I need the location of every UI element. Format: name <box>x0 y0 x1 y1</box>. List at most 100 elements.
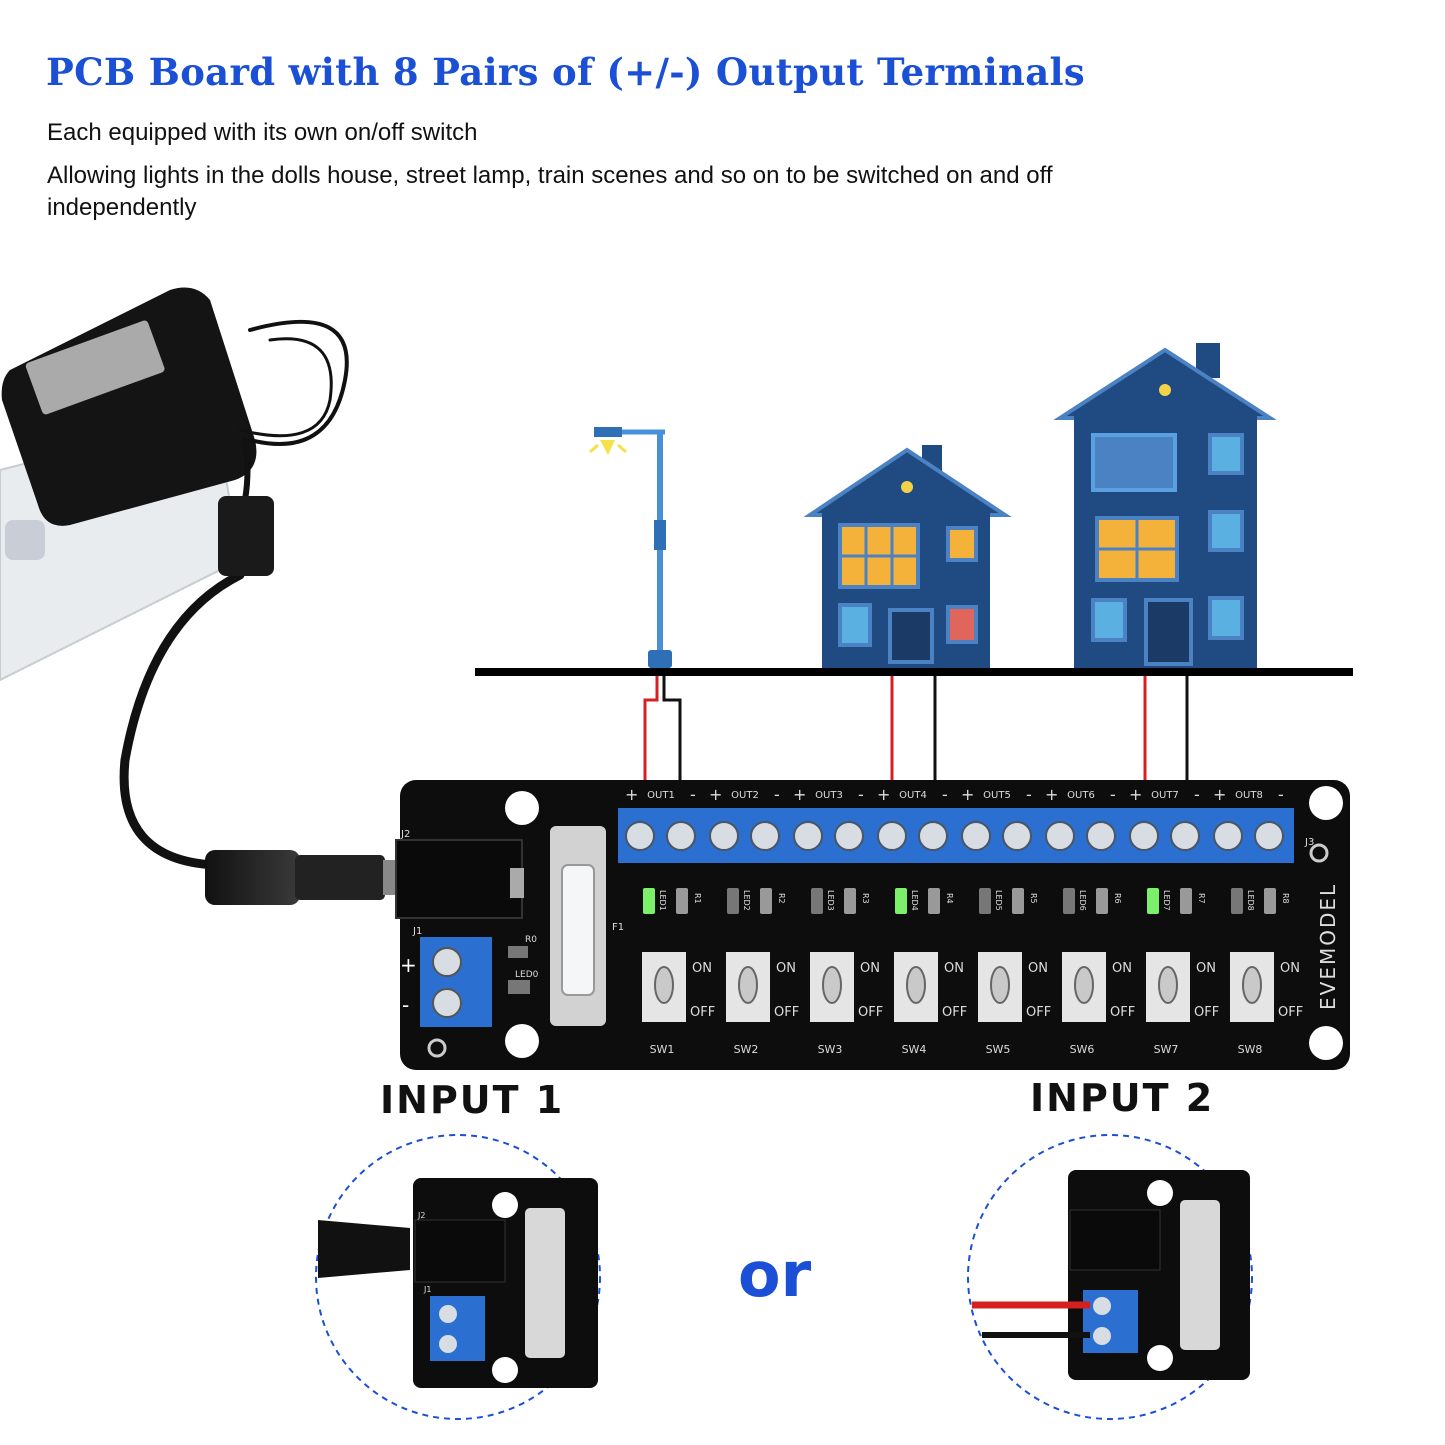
led-6 <box>1063 888 1075 914</box>
j1-label: J1 <box>412 926 422 937</box>
output-minus-sign: - <box>1110 785 1116 804</box>
resistor-label-6: R6 <box>1113 893 1122 904</box>
led-3 <box>811 888 823 914</box>
output-plus-sign: + <box>877 785 890 804</box>
switch-off-label: OFF <box>1110 1005 1135 1020</box>
input2-zoom <box>967 1134 1253 1420</box>
screw-minus <box>1170 821 1200 851</box>
output-minus-sign: - <box>942 785 948 804</box>
led-5 <box>979 888 991 914</box>
led-7 <box>1147 888 1159 914</box>
output-minus-sign: - <box>690 785 696 804</box>
switch-label-1: SW1 <box>650 1043 675 1056</box>
switch-on-label: ON <box>1196 961 1216 976</box>
switch-on-label: ON <box>776 961 796 976</box>
dc-jack <box>395 839 523 919</box>
led-8 <box>1231 888 1243 914</box>
switch-on-label: ON <box>860 961 880 976</box>
switch-label-6: SW6 <box>1070 1043 1095 1056</box>
resistor-label-3: R3 <box>861 893 870 904</box>
switch-off-label: OFF <box>858 1005 883 1020</box>
resistor-label-7: R7 <box>1197 893 1206 904</box>
screw-plus <box>625 821 655 851</box>
resistor-label-8: R8 <box>1281 893 1290 904</box>
screw-plus <box>1045 821 1075 851</box>
or-label: or <box>738 1238 812 1311</box>
output-label-5: OUT5 <box>983 790 1011 801</box>
input1-zoom: J2 J1 <box>315 1134 601 1420</box>
cable-ferrite <box>218 496 274 576</box>
switch-lever-5 <box>990 966 1010 1004</box>
led-label-8: LED8 <box>1246 890 1255 911</box>
output-label-1: OUT1 <box>647 790 675 801</box>
screw-plus <box>793 821 823 851</box>
screw-minus <box>834 821 864 851</box>
switch-on-label: ON <box>1028 961 1048 976</box>
output-plus-sign: + <box>709 785 722 804</box>
mount-hole <box>505 791 539 825</box>
switch-off-label: OFF <box>1278 1005 1303 1020</box>
dc-plug <box>205 850 398 905</box>
input2-label: INPUT 2 <box>1030 1076 1215 1120</box>
led-label-7: LED7 <box>1162 890 1171 911</box>
switch-on-label: ON <box>1112 961 1132 976</box>
output-minus-sign: - <box>1278 785 1284 804</box>
j3-label: J3 <box>1304 837 1314 848</box>
description-line-2: Allowing lights in the dolls house, stre… <box>47 162 1053 221</box>
power-adapter <box>1 287 257 526</box>
switch-off-label: OFF <box>942 1005 967 1020</box>
output-plus-sign: + <box>793 785 806 804</box>
mount-hole <box>1309 786 1343 820</box>
switch-lever-2 <box>738 966 758 1004</box>
output-label-3: OUT3 <box>815 790 843 801</box>
led-label-5: LED5 <box>994 890 1003 911</box>
power-cable <box>119 319 349 870</box>
switch-label-2: SW2 <box>734 1043 759 1056</box>
output-plus-sign: + <box>961 785 974 804</box>
resistor-8 <box>1264 888 1276 914</box>
output-plus-sign: + <box>1213 785 1226 804</box>
screw-plus <box>709 821 739 851</box>
led0-label: LED0 <box>515 970 539 980</box>
switch-off-label: OFF <box>690 1005 715 1020</box>
resistor-label-4: R4 <box>945 893 954 904</box>
screw-plus <box>1213 821 1243 851</box>
page-title: PCB Board with 8 Pairs of (+/-) Output T… <box>46 50 1085 94</box>
output-minus-sign: - <box>1026 785 1032 804</box>
led-label-6: LED6 <box>1078 890 1087 911</box>
fuse-label: F1 <box>612 922 624 933</box>
switch-label-8: SW8 <box>1238 1043 1263 1056</box>
output-minus-sign: - <box>774 785 780 804</box>
resistor-5 <box>1012 888 1024 914</box>
output-label-6: OUT6 <box>1067 790 1095 801</box>
output-label-2: OUT2 <box>731 790 759 801</box>
resistor-2 <box>760 888 772 914</box>
switch-label-3: SW3 <box>818 1043 843 1056</box>
screw-plus <box>1129 821 1159 851</box>
resistor-3 <box>844 888 856 914</box>
switch-off-label: OFF <box>1026 1005 1051 1020</box>
resistor-4 <box>928 888 940 914</box>
switch-lever-7 <box>1158 966 1178 1004</box>
screw-minus <box>918 821 948 851</box>
screw-minus <box>1254 821 1284 851</box>
street-lamp <box>589 427 672 668</box>
big-house <box>1053 343 1277 668</box>
output-plus-sign: + <box>625 785 638 804</box>
switch-off-label: OFF <box>774 1005 799 1020</box>
zoom1-j2-label: J2 <box>417 1211 425 1220</box>
resistor-label-5: R5 <box>1029 893 1038 904</box>
screw-minus <box>1002 821 1032 851</box>
switch-lever-6 <box>1074 966 1094 1004</box>
brand-label: EVEMODEL <box>1316 883 1340 1010</box>
switch-label-4: SW4 <box>902 1043 927 1056</box>
switch-lever-8 <box>1242 966 1262 1004</box>
switch-on-label: ON <box>1280 961 1300 976</box>
resistor-6 <box>1096 888 1108 914</box>
r0-label: R0 <box>525 935 537 945</box>
output-label-7: OUT7 <box>1151 790 1179 801</box>
mount-hole <box>1309 1026 1343 1060</box>
resistor-label-1: R1 <box>693 893 702 904</box>
